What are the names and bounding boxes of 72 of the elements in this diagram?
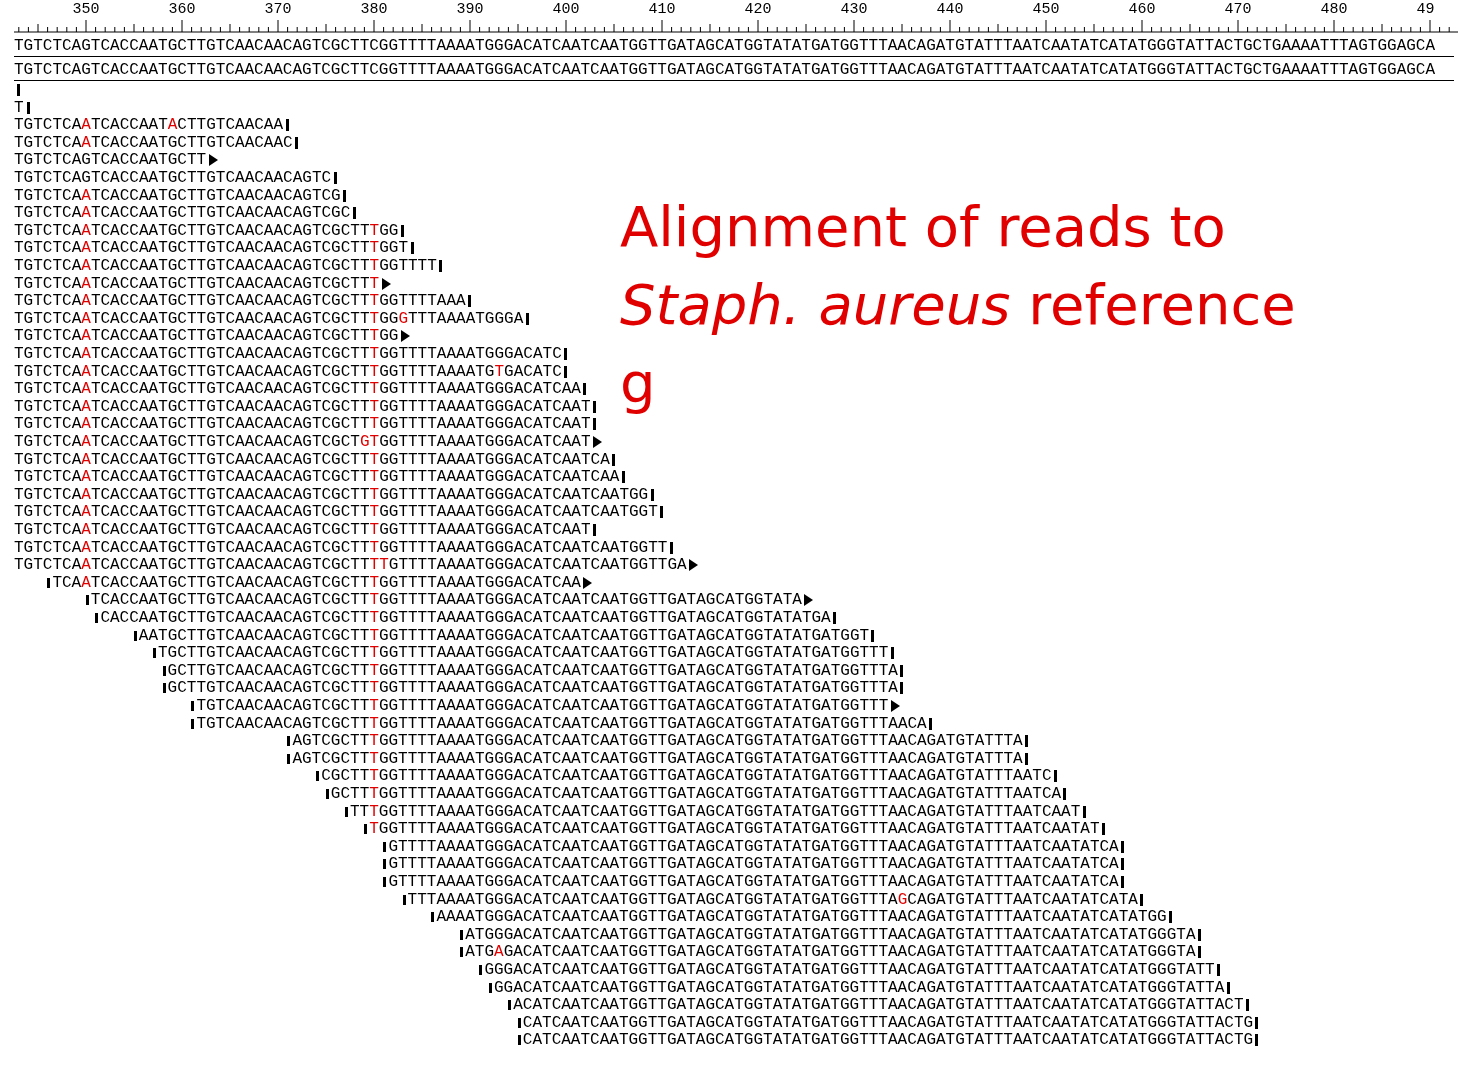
read-sequence: ACATCAATCAATGGTTGATAGCATGGTATATGATGGTTTAACAGATGTATTTAATCAATATCATATGGGTATTACT: [513, 997, 1244, 1014]
ruler-number: 380: [360, 2, 388, 17]
read-sequence: GCTTTGGTTTTAAAATGGGACATCAATCAATGGTTGATAGCATGGTATATGATGGTTTAACAGATGTATTTAATCA: [330, 786, 1062, 802]
read-sequence: GTTTTAAAATGGGACATCAATCAATGGTTGATAGCATGGTATATGATGGTTTAACAGATGTATTTAATCAATATCA: [388, 838, 1119, 855]
reference-sequence: TGTCTCAGTCACCAATGCTTGTCAACAACAGTCGCTTCGGTTTTAAAATGGGACATCAATCAATGGTTGATAGCATGGTATATGATGGTTTAACAGATGTATTTAATCAATATCATATGGGTATTACTGCTGAAAATTTAGTGGAGCA: [14, 62, 1436, 78]
read-sequence: TGCTTGTCAACAACAGTCGCTTTGGTTTTAAAATGGGACATCAATCAATGGTTGATAGCATGGTATATGATGGTTT: [158, 645, 889, 662]
read-sequence: TGTCTCAATCACCAATGCTTGTCAACAACAGTCGCTTTGGTTTTAAAATGGGACATCAATCAATGG: [14, 486, 649, 503]
read-sequence: TGTCTCAATCACCAATGCTTGTCAACAACAGTCGCTTT: [14, 275, 380, 292]
read-sequence: TGTCTCAATCACCAATGCTTGTCAACAACAGTCGCTTTGGTTTTAAAATGGGACATC: [14, 346, 562, 362]
read-sequence: TGTCTCAATCACCAATGCTTGTCAACAACAGTCGCTTTGGT: [14, 240, 408, 257]
read-sequence: TGTCTCAATCACCAATGCTTGTCAACAACAGTCGCTTTGGGTTTAAAATGGGA: [14, 310, 524, 327]
read-sequence: TGTCTCAATCACCAATGCTTGTCAACAACAGTCGCTTTGG: [14, 328, 399, 345]
read-sequence: GGGACATCAATCAATGGTTGATAGCATGGTATATGATGGTTTAACAGATGTATTTAATCAATATCATATGGGTATT: [484, 962, 1215, 978]
read-sequence: ATGAGACATCAATCAATGGTTGATAGCATGGTATATGATGGTTTAACAGATGTATTTAATCAATATCATATGGGTA: [465, 944, 1196, 961]
read-sequence: GTTTTAAAATGGGACATCAATCAATGGTTGATAGCATGGTATATGATGGTTTAACAGATGTATTTAATCAATATCA: [388, 874, 1119, 890]
ruler-number: 410: [648, 2, 676, 17]
read-sequence: AATGCTTGTCAACAACAGTCGCTTTGGTTTTAAAATGGGACATCAATCAATGGTTGATAGCATGGTATATGATGGT: [138, 627, 870, 644]
title: Alignment of reads to Staph. aureus reference g: [620, 193, 1297, 417]
read-sequence: ATGGGACATCAATCAATGGTTGATAGCATGGTATATGATGGTTTAACAGATGTATTTAATCAATATCATATGGGTA: [465, 926, 1196, 943]
read-sequence: TGTCTCAATCACCAATGCTTGTCAACAACAGTCGCTGTGGTTTTAAAATGGGACATCAAT: [14, 434, 591, 450]
ruler-number: 400: [552, 2, 580, 17]
read-sequence: AGTCGCTTTGGTTTTAAAATGGGACATCAATCAATGGTTGATAGCATGGTATATGATGGTTTAACAGATGTATTTA: [292, 750, 1023, 767]
read-sequence: GGACATCAATCAATGGTTGATAGCATGGTATATGATGGTTTAACAGATGTATTTAATCAATATCATATGGGTATTA: [494, 979, 1225, 996]
read-sequence: CATCAATCAATGGTTGATAGCATGGTATATGATGGTTTAACAGATGTATTTAATCAATATCATATGGGTATTACTG: [522, 1014, 1254, 1031]
read-sequence: TGTCTCAATCACCAATGCTTGTCAACAACAGTCGC: [14, 205, 351, 222]
read-sequence: TGTCTCAGTCACCAATGCTTGTCAACAACAGTC: [14, 170, 332, 186]
read-sequence: TGTCTCAATCACCAATGCTTGTCAACAACAGTCGCTTTTGTTTTAAAATGGGACATCAATCAATGGTTGA: [14, 557, 687, 574]
read-sequence: CATCAATCAATGGTTGATAGCATGGTATATGATGGTTTAACAGATGTATTTAATCAATATCATATGGGTATTACTG: [522, 1032, 1254, 1049]
read-sequence: TGTCTCAGTCACCAATGCTT: [14, 152, 207, 169]
read-sequence: TGTCTCAATCACCAATGCTTGTCAACAACAGTCGCTTTGGTTTTAAAATGGGACATCAATCAA: [14, 469, 620, 486]
read-sequence: GCTTGTCAACAACAGTCGCTTTGGTTTTAAAATGGGACATCAATCAATGGTTGATAGCATGGTATATGATGGTTTA: [167, 680, 898, 697]
read-sequence: TGTCTCAATCACCAATGCTTGTCAACAACAGTCGCTTTGG: [14, 222, 399, 239]
reference-sequence: TGTCTCAGTCACCAATGCTTGTCAACAACAGTCGCTTCGGTTTTAAAATGGGACATCAATCAATGGTTGATAGCATGGTATATGATGGTTTAACAGATGTATTTAATCAATATCATATGGGTATTACTGCTGAAAATTTAGTGGAGCA: [14, 38, 1436, 54]
read-sequence: TGGTTTTAAAATGGGACATCAATCAATGGTTGATAGCATGGTATATGATGGTTTAACAGATGTATTTAATCAATAT: [369, 821, 1100, 838]
read-sequence: TTTAAAATGGGACATCAATCAATGGTTGATAGCATGGTATATGATGGTTTAGCAGATGTATTTAATCAATATCATA: [407, 891, 1138, 908]
read-sequence: GTTTTAAAATGGGACATCAATCAATGGTTGATAGCATGGTATATGATGGTTTAACAGATGTATTTAATCAATATCA: [388, 856, 1119, 873]
read-sequence: TGTCTCAATCACCAATGCTTGTCAACAACAGTCGCTTTGGTTTTAAAATGGGACATCAATCA: [14, 451, 610, 468]
ruler-number: 360: [168, 2, 196, 17]
read-sequence: CGCTTTGGTTTTAAAATGGGACATCAATCAATGGTTGATAGCATGGTATATGATGGTTTAACAGATGTATTTAATC: [321, 768, 1052, 785]
ruler-number: 450: [1032, 2, 1060, 17]
read-sequence: AGTCGCTTTGGTTTTAAAATGGGACATCAATCAATGGTTGATAGCATGGTATATGATGGTTTAACAGATGTATTTA: [292, 733, 1023, 750]
read-sequence: TGTCTCAATCACCAATGCTTGTCAACAACAGTCG: [14, 187, 341, 204]
ruler-number: 470: [1224, 2, 1252, 17]
read-sequence: GCTTGTCAACAACAGTCGCTTTGGTTTTAAAATGGGACATCAATCAATGGTTGATAGCATGGTATATGATGGTTTA: [167, 662, 898, 679]
ruler-number: 370: [264, 2, 292, 17]
read-sequence: TGTCTCAATCACCAATGCTTGTCAACAACAGTCGCTTTGGTTTTAAAATGGGACATCAAT: [14, 522, 591, 538]
read-sequence: CACCAATGCTTGTCAACAACAGTCGCTTTGGTTTTAAAATGGGACATCAATCAATGGTTGATAGCATGGTATATGA: [100, 610, 831, 626]
read-sequence: TCACCAATGCTTGTCAACAACAGTCGCTTTGGTTTTAAAATGGGACATCAATCAATGGTTGATAGCATGGTATA: [90, 592, 802, 609]
read-sequence: AAAATGGGACATCAATCAATGGTTGATAGCATGGTATATGATGGTTTAACAGATGTATTTAATCAATATCATATGG: [436, 909, 1167, 926]
read-sequence: TGTCTCAATCACCAATGCTTGTCAACAACAGTCGCTTTGGTTTTAAAATGTGACATC: [14, 363, 562, 380]
read-sequence: TGTCTCAATCACCAATGCTTGTCAACAACAGTCGCTTTGGTTTT: [14, 258, 437, 274]
ruler-number: 390: [456, 2, 484, 17]
read-sequence: TGTCTCAATCACCAATACTTGTCAACAA: [14, 117, 284, 134]
ruler-number: 460: [1128, 2, 1156, 17]
read-sequence: TTTGGTTTTAAAATGGGACATCAATCAATGGTTGATAGCATGGTATATGATGGTTTAACAGATGTATTTAATCAAT: [350, 803, 1081, 820]
ruler-number: 420: [744, 2, 772, 17]
read-sequence: TGTCTCAATCACCAATGCTTGTCAACAACAGTCGCTTTGGTTTTAAAATGGGACATCAATCAATGGTT: [14, 539, 668, 556]
read-sequence: TGTCAACAACAGTCGCTTTGGTTTTAAAATGGGACATCAATCAATGGTTGATAGCATGGTATATGATGGTTT: [196, 698, 889, 714]
ruler-number: 440: [936, 2, 964, 17]
read-sequence: TGTCTCAATCACCAATGCTTGTCAACAACAGTCGCTTTGGTTTTAAA: [14, 293, 466, 310]
read-sequence: TGTCAACAACAGTCGCTTTGGTTTTAAAATGGGACATCAATCAATGGTTGATAGCATGGTATATGATGGTTTAACA: [196, 715, 927, 732]
ruler-number: 430: [840, 2, 868, 17]
read-sequence: T: [14, 99, 24, 116]
read-sequence: TGTCTCAATCACCAATGCTTGTCAACAACAGTCGCTTTGGTTTTAAAATGGGACATCAAT: [14, 398, 591, 415]
read-sequence: TGTCTCAATCACCAATGCTTGTCAACAAC: [14, 134, 293, 151]
ruler-number: 49: [1416, 2, 1435, 17]
ruler-number: 480: [1320, 2, 1348, 17]
read-sequence: TGTCTCAATCACCAATGCTTGTCAACAACAGTCGCTTTGGTTTTAAAATGGGACATCAATCAATGGT: [14, 504, 658, 521]
read-sequence: TGTCTCAATCACCAATGCTTGTCAACAACAGTCGCTTTGGTTTTAAAATGGGACATCAA: [14, 381, 581, 398]
ruler-number: 350: [72, 2, 100, 17]
read-sequence: TGTCTCAATCACCAATGCTTGTCAACAACAGTCGCTTTGGTTTTAAAATGGGACATCAAT: [14, 416, 591, 433]
read-sequence: TCAATCACCAATGCTTGTCAACAACAGTCGCTTTGGTTTTAAAATGGGACATCAA: [52, 574, 581, 591]
